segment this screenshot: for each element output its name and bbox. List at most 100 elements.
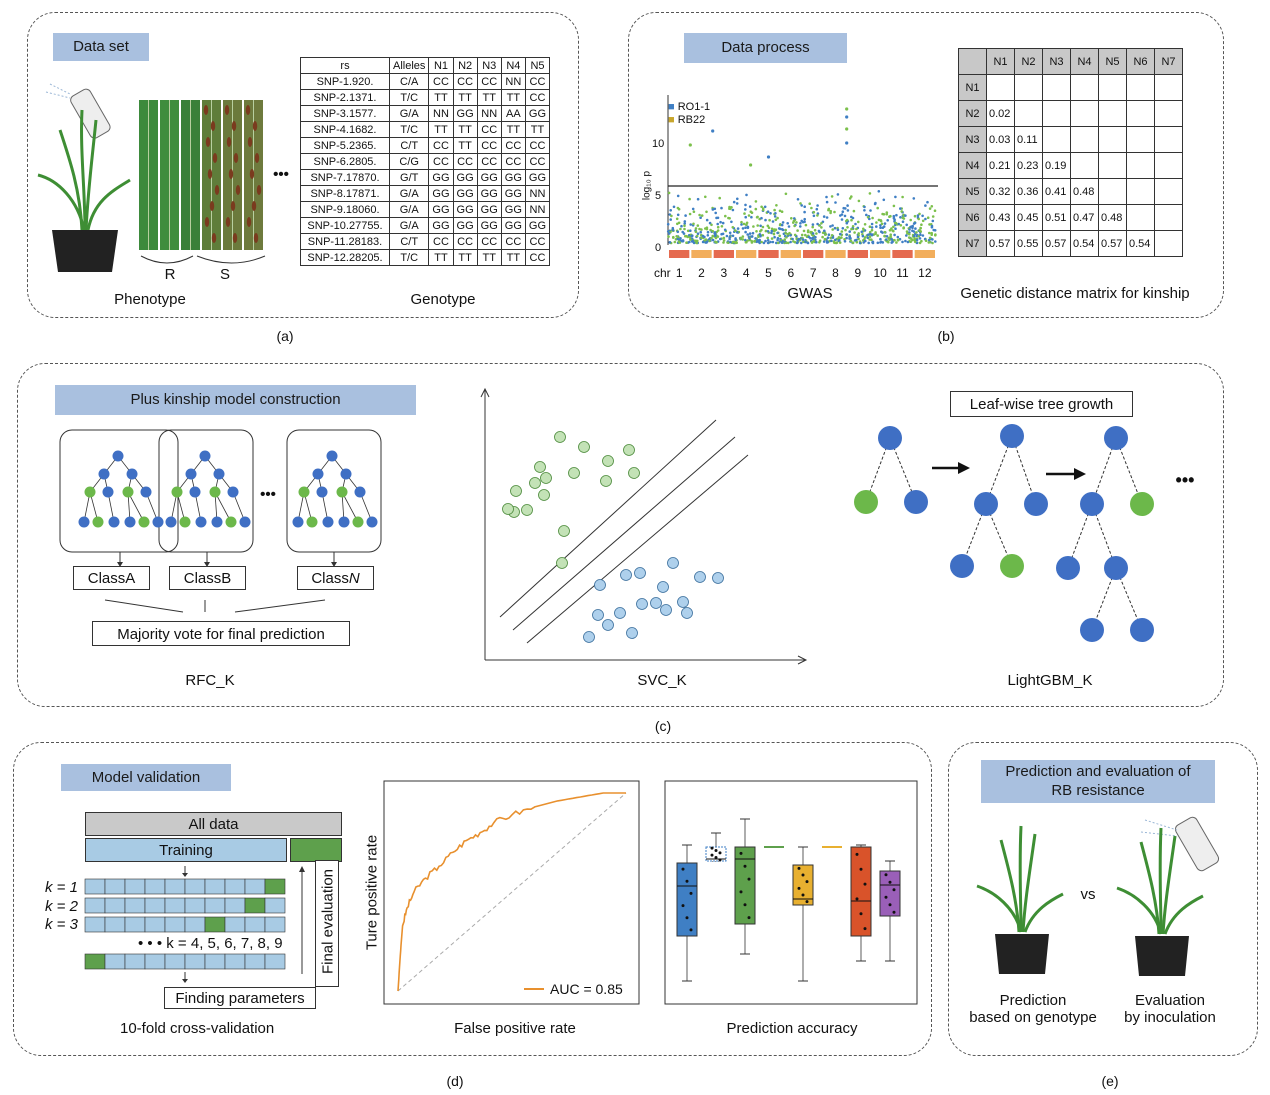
- snp-point: [680, 224, 683, 228]
- snp-point: [768, 218, 771, 222]
- snp-point: [908, 232, 911, 236]
- snp-point: [852, 209, 856, 213]
- snp-point: [688, 240, 691, 244]
- matrix-cell: 0.48: [1098, 204, 1127, 231]
- snp-point: [741, 235, 745, 238]
- test-bar: [290, 838, 342, 862]
- box-body: [676, 862, 698, 937]
- snp-point: [889, 214, 892, 218]
- chr-density-bar: [892, 250, 913, 258]
- snp-point: [914, 227, 917, 230]
- genotype-cell: GG: [428, 201, 454, 218]
- genotype-cell: SNP-11.28183.: [300, 233, 390, 250]
- snp-point: [786, 232, 790, 236]
- snp-point: [802, 229, 806, 233]
- chr-tick-label: 5: [765, 266, 772, 280]
- snp-point: [812, 214, 816, 218]
- snp-point: [934, 233, 937, 236]
- lgbm-node: [1000, 554, 1024, 578]
- snp-point: [719, 220, 722, 224]
- genotype-cell: GG: [500, 185, 526, 202]
- matrix-cell: [1126, 152, 1155, 179]
- chr-tick-label: 8: [832, 266, 839, 280]
- tree-node: [338, 516, 350, 528]
- box-point: [714, 849, 718, 852]
- snp-point: [731, 208, 735, 212]
- snp-point: [808, 202, 811, 205]
- class-point-green: [623, 444, 635, 456]
- snp-point: [865, 213, 868, 217]
- snp-point: [669, 218, 672, 221]
- genotype-cell: CC: [476, 73, 502, 90]
- genotype-cell: G/T: [388, 169, 430, 186]
- matrix-cell: [1154, 204, 1183, 231]
- snp-point: [689, 238, 692, 241]
- snp-point: [771, 220, 775, 223]
- genotype-cell: GG: [428, 169, 454, 186]
- matrix-cell: 0.57: [1098, 230, 1127, 257]
- snp-point: [827, 233, 831, 236]
- lgbm-node: [1056, 556, 1080, 580]
- snp-point: [816, 222, 819, 226]
- box-point: [805, 880, 809, 884]
- snp-point: [716, 222, 719, 226]
- genotype-cell: NN: [476, 105, 502, 122]
- chr-density-bar: [870, 250, 891, 258]
- lesion-spot: [228, 169, 234, 179]
- snp-point: [850, 195, 853, 198]
- chr-tick-label: 9: [854, 266, 862, 280]
- box-point: [689, 891, 693, 895]
- lgbm-node: [1130, 492, 1154, 516]
- snp-point: [811, 225, 814, 229]
- snp-point: [708, 239, 711, 243]
- lesion-spot: [246, 217, 252, 227]
- snp-point: [806, 229, 810, 232]
- genotype-cell: SNP-1.920.: [300, 73, 390, 90]
- training-bar: Training: [85, 838, 287, 862]
- snp-point: [883, 222, 887, 225]
- snp-point: [883, 234, 886, 238]
- genotype-cell: SNP-5.2365.: [300, 137, 390, 154]
- finding-parameters-box: Finding parameters: [164, 987, 316, 1009]
- matrix-cell: [1070, 126, 1099, 153]
- snp-point: [759, 233, 762, 237]
- snp-point: [882, 198, 886, 202]
- matrix-cell: [1126, 100, 1155, 127]
- snp-point: [754, 237, 757, 240]
- matrix-cell: 0.57: [1042, 230, 1071, 257]
- matrix-cell: [1014, 74, 1043, 101]
- snp-point: [720, 206, 723, 210]
- snp-point: [857, 220, 860, 224]
- snp-point: [769, 212, 772, 215]
- fold-cell: [164, 916, 186, 933]
- snp-point: [863, 209, 866, 212]
- matrix-cell: 0.54: [1126, 230, 1155, 257]
- snp-point: [696, 197, 700, 201]
- snp-point: [825, 216, 829, 219]
- snp-point: [778, 209, 782, 213]
- snp-point: [838, 241, 842, 244]
- snp-point: [899, 216, 902, 219]
- snp-point: [895, 213, 898, 217]
- class-point-green: [558, 525, 570, 537]
- snp-point: [799, 202, 802, 205]
- pot-icon: [1135, 936, 1189, 976]
- snp-point: [857, 232, 860, 235]
- snp-point: [868, 235, 872, 239]
- snp-point: [711, 229, 714, 233]
- snp-point: [711, 234, 714, 238]
- snp-point: [699, 230, 702, 234]
- snp-point: [874, 231, 877, 234]
- fold-cell: [204, 878, 226, 895]
- box-point: [747, 916, 751, 920]
- snp-point: [863, 236, 867, 239]
- snp-point: [760, 228, 763, 232]
- snp-point: [689, 229, 692, 232]
- lesion-spot: [224, 105, 230, 115]
- snp-point: [796, 229, 799, 232]
- snp-point: [728, 236, 731, 239]
- matrix-label: Genetic distance matrix for kinship: [960, 285, 1190, 302]
- snp-point: [781, 228, 785, 232]
